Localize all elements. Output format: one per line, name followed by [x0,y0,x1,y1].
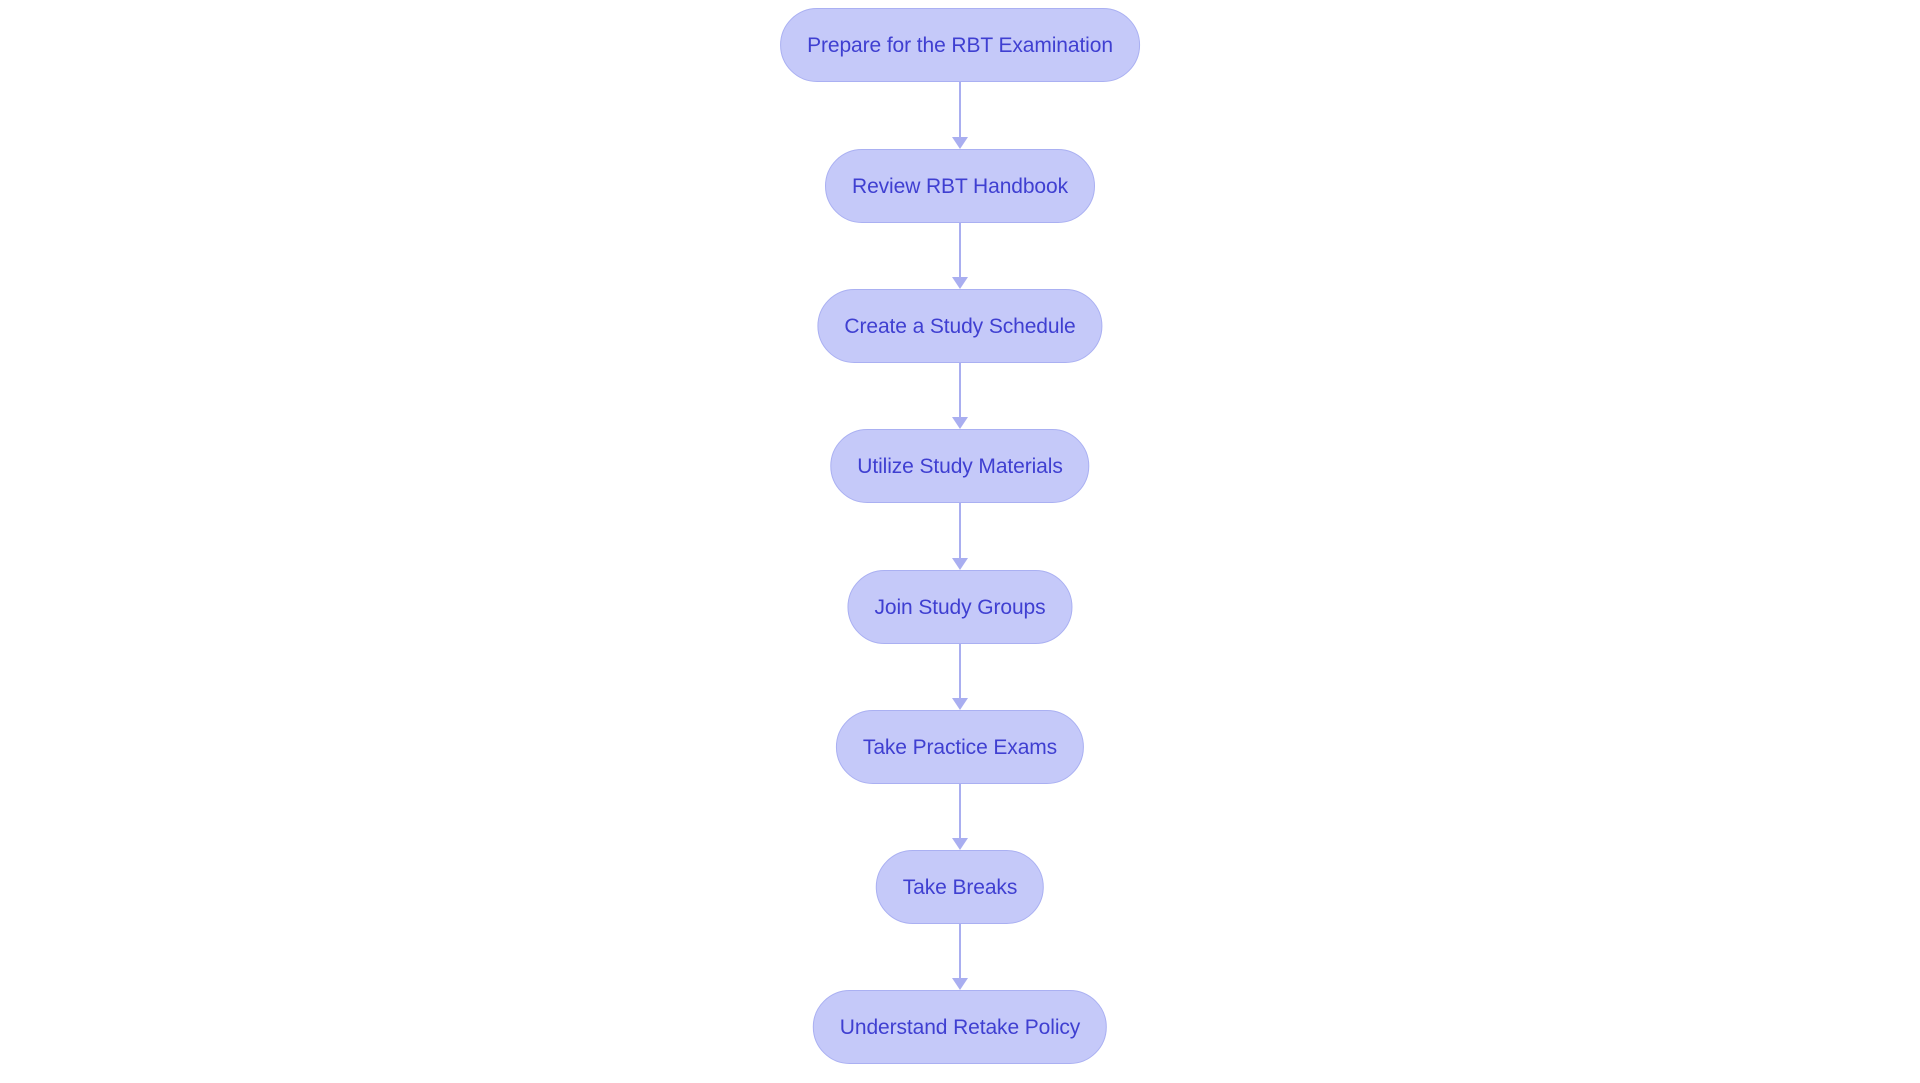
down-arrowhead-icon [952,277,968,289]
flow-node-label: Take Breaks [902,875,1018,899]
flow-node-prepare-for-the-rbt-examination[interactable]: Prepare for the RBT Examination [780,8,1140,82]
flow-node-create-a-study-schedule[interactable]: Create a Study Schedule [817,289,1103,363]
flow-connector-5 [951,644,969,710]
connector-line [959,924,961,979]
flow-node-label: Understand Retake Policy [839,1015,1081,1039]
flow-connector-2 [951,223,969,289]
connector-line [959,503,961,559]
flow-node-label: Take Practice Exams [862,735,1058,759]
flow-node-label: Utilize Study Materials [857,454,1063,478]
flow-node-review-rbt-handbook[interactable]: Review RBT Handbook [825,149,1095,223]
flow-node-join-study-groups[interactable]: Join Study Groups [847,570,1073,644]
connector-line [959,784,961,839]
down-arrowhead-icon [952,978,968,990]
flow-connector-6 [951,784,969,850]
connector-line [959,223,961,278]
down-arrowhead-icon [952,698,968,710]
connector-line [959,82,961,138]
down-arrowhead-icon [952,558,968,570]
flow-node-label: Join Study Groups [874,595,1046,619]
connector-line [959,363,961,418]
connector-line [959,644,961,699]
flow-connector-7 [951,924,969,990]
flow-node-label: Create a Study Schedule [844,314,1076,338]
flow-node-utilize-study-materials[interactable]: Utilize Study Materials [830,429,1090,503]
down-arrowhead-icon [952,137,968,149]
flow-connector-3 [951,363,969,429]
flow-node-understand-retake-policy[interactable]: Understand Retake Policy [812,990,1108,1064]
flow-connector-4 [951,503,969,570]
down-arrowhead-icon [952,417,968,429]
flow-node-take-practice-exams[interactable]: Take Practice Exams [835,710,1085,784]
flow-node-label: Review RBT Handbook [852,174,1068,198]
flow-node-take-breaks[interactable]: Take Breaks [875,850,1045,924]
flow-node-label: Prepare for the RBT Examination [807,33,1113,57]
down-arrowhead-icon [952,838,968,850]
flow-connector-1 [951,82,969,149]
